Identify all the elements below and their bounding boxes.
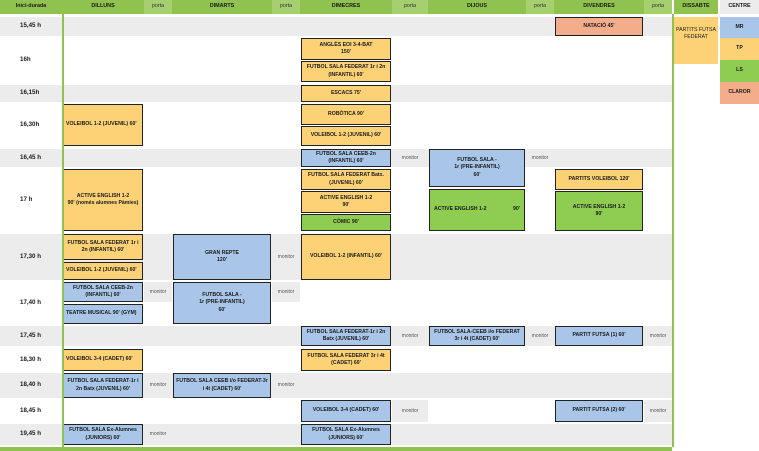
header-porta-dimecres: porta xyxy=(392,0,428,14)
activity-active-english: ACTIVE ENGLISH 1-2 90' xyxy=(555,191,643,231)
activity-voleibol-juvenil: VOLEIBOL 1-2 (JUVENIL) 60' xyxy=(63,262,143,280)
column-divider xyxy=(62,14,64,447)
activity-partits-voleibol: PARTITS VOLEIBOL 120' xyxy=(555,169,643,190)
porta-monitor: monitor xyxy=(144,373,172,398)
bottom-border xyxy=(0,447,672,451)
porta-monitor: monitor xyxy=(144,424,172,445)
activity-active-english: ACTIVE ENGLISH 1-2 90' xyxy=(429,189,525,231)
header-dijous: DIJOUS xyxy=(428,0,526,14)
time-label: 18,30 h xyxy=(0,349,62,371)
activity-futbol-sala-exalumnes: FUTBOL SALA Ex-Alumnes (JUNIORS) 60' xyxy=(301,424,391,445)
time-label: 16h xyxy=(0,38,62,82)
header-dissabte: DISSABTE xyxy=(674,0,718,14)
time-label: 17,40 h xyxy=(0,282,62,324)
activity-comic: CÒMIC 90' xyxy=(301,214,391,231)
porta-monitor: monitor xyxy=(272,234,300,280)
time-label: 17,30 h xyxy=(0,234,62,280)
row-bg xyxy=(62,17,672,36)
porta-monitor: monitor xyxy=(392,400,428,422)
time-label: 17 h xyxy=(0,169,62,231)
activity-futbol-sala-batx: FUTBOL SALA FEDERAT-1r i 2n Batx (JUVENI… xyxy=(63,373,143,398)
activity-futbol-sala-infantil: FUTBOL SALA FEDERAT 1r i 2n (INFANTIL) 6… xyxy=(63,234,143,260)
activity-teatre-musical: TEATRE MUSICAL 90' (GYM) xyxy=(63,304,143,324)
activity-futbol-sala-ceeb: FUTBOL SALA CEEB-2n (INFANTIL) 60' xyxy=(63,282,143,302)
activity-futbol-sala-batx: FUTBOL SALA FEDERAT Batx. (JUVENIL) 60' xyxy=(301,169,391,190)
activity-partit-futsa-2: PARTIT FUTSA (2) 60' xyxy=(555,400,643,422)
activity-angles-eoi: ANGLÈS EOI 3-4-BAT 150' xyxy=(301,38,391,60)
activity-active-english: ACTIVE ENGLISH 1-2 90' xyxy=(301,191,391,213)
activity-gran-repte: GRAN REPTE 120' xyxy=(173,234,271,280)
header-dimecres: DIMECRES xyxy=(300,0,392,14)
time-label: 19,45 h xyxy=(0,424,62,445)
porta-monitor: monitor xyxy=(644,326,672,346)
time-label: 18,45 h xyxy=(0,400,62,422)
activity-voleibol-cadet: VOLEIBOL 3-4 (CADET) 60' xyxy=(301,400,391,422)
activity-voleibol-juvenil: VOLEIBOL 1-2 (JUVENIL) 60' xyxy=(63,104,143,146)
header-porta-dimarts: porta xyxy=(272,0,300,14)
activity-label: ACTIVE ENGLISH 1-2 xyxy=(434,206,487,213)
activity-futbol-sala-cadet: FUTBOL SALA-CEEB i/o FEDERAT 3r i 4t (CA… xyxy=(429,326,525,346)
time-label: 16,30h xyxy=(0,104,62,146)
activity-voleibol-infantil: VOLEIBOL 1-2 (INFANTIL) 60' xyxy=(301,234,391,280)
header-inici: Inici-durada xyxy=(0,0,62,14)
activity-futbol-sala-ceeb: FUTBOL SALA CEEB-2n (INFANTIL) 60' xyxy=(301,149,391,167)
time-label: 16,15h xyxy=(0,85,62,102)
time-label: 16,45 h xyxy=(0,149,62,167)
porta-monitor: monitor xyxy=(272,373,300,398)
activity-active-english: ACTIVE ENGLISH 1-2 90' (només alumnes Pà… xyxy=(63,169,143,231)
time-label: 15,45 h xyxy=(0,17,62,36)
activity-escacs: ESCACS 75' xyxy=(301,85,391,102)
header-porta-dilluns: porta xyxy=(144,0,172,14)
activity-voleibol-cadet: VOLEIBOL 3-4 (CADET) 60' xyxy=(63,349,143,371)
activity-partits-futsa-federat: PARTITS FUTSA FEDERAT xyxy=(674,17,718,64)
activity-futbol-sala-infantil: FUTBOL SALA FEDERAT 1r i 2n (INFANTIL) 6… xyxy=(301,61,391,82)
activity-futbol-sala-preinfantil: FUTBOL SALA - 1r (PRE-INFANTIL) 60' xyxy=(429,149,525,187)
activity-futbol-sala-batx: FUTBOL SALA FEDERAT-1r i 2n Batx (JUVENI… xyxy=(301,326,391,346)
activity-voleibol-juvenil: VOLEIBOL 1-2 (JUVENIL) 60' xyxy=(301,126,391,146)
activity-duration: 90' xyxy=(512,206,520,213)
porta-monitor: monitor xyxy=(526,326,554,346)
porta-monitor: monitor xyxy=(392,326,428,346)
activity-futbol-sala-exalumnes: FUTBOL SALA Ex-Alumnes (JUNIORS) 60' xyxy=(63,424,143,445)
column-divider xyxy=(672,14,674,447)
header-dimarts: DIMARTS xyxy=(172,0,272,14)
centre-legend-tp: TP xyxy=(720,38,759,60)
activity-futbol-sala-preinfantil: FUTBOL SALA - 1r (PRE-INFANTIL) 60' xyxy=(173,282,271,324)
header-divendres: DIVENDRES xyxy=(554,0,644,14)
activity-natacio: NATACIÓ 45' xyxy=(555,17,643,36)
activity-robotica: ROBÒTICA 90' xyxy=(301,104,391,125)
porta-monitor: monitor xyxy=(144,282,172,302)
porta-monitor: monitor xyxy=(392,149,428,167)
activity-partit-futsa-1: PARTIT FUTSA (1) 60' xyxy=(555,326,643,346)
time-label: 17,45 h xyxy=(0,326,62,346)
porta-monitor: monitor xyxy=(526,149,554,167)
centre-legend-claror: CLAROR xyxy=(720,82,759,104)
header-dilluns: DILLUNS xyxy=(62,0,144,14)
centre-legend-mr: MR xyxy=(720,17,759,38)
porta-monitor: monitor xyxy=(272,282,300,302)
centre-legend-ls: LS xyxy=(720,60,759,82)
activity-futbol-sala-cadet: FUTBOL SALA CEEB i/o FEDERAT-3r i 4t (CA… xyxy=(173,373,271,398)
header-porta-dijous: porta xyxy=(526,0,554,14)
time-label: 18,40 h xyxy=(0,373,62,398)
activity-futbol-sala-cadet: FUTBOL SALA FEDERAT 3r i 4t (CADET) 60' xyxy=(301,349,391,371)
header-porta-divendres: porta xyxy=(644,0,672,14)
header-centre: CENTRE xyxy=(720,0,759,14)
porta-monitor: monitor xyxy=(644,400,672,422)
